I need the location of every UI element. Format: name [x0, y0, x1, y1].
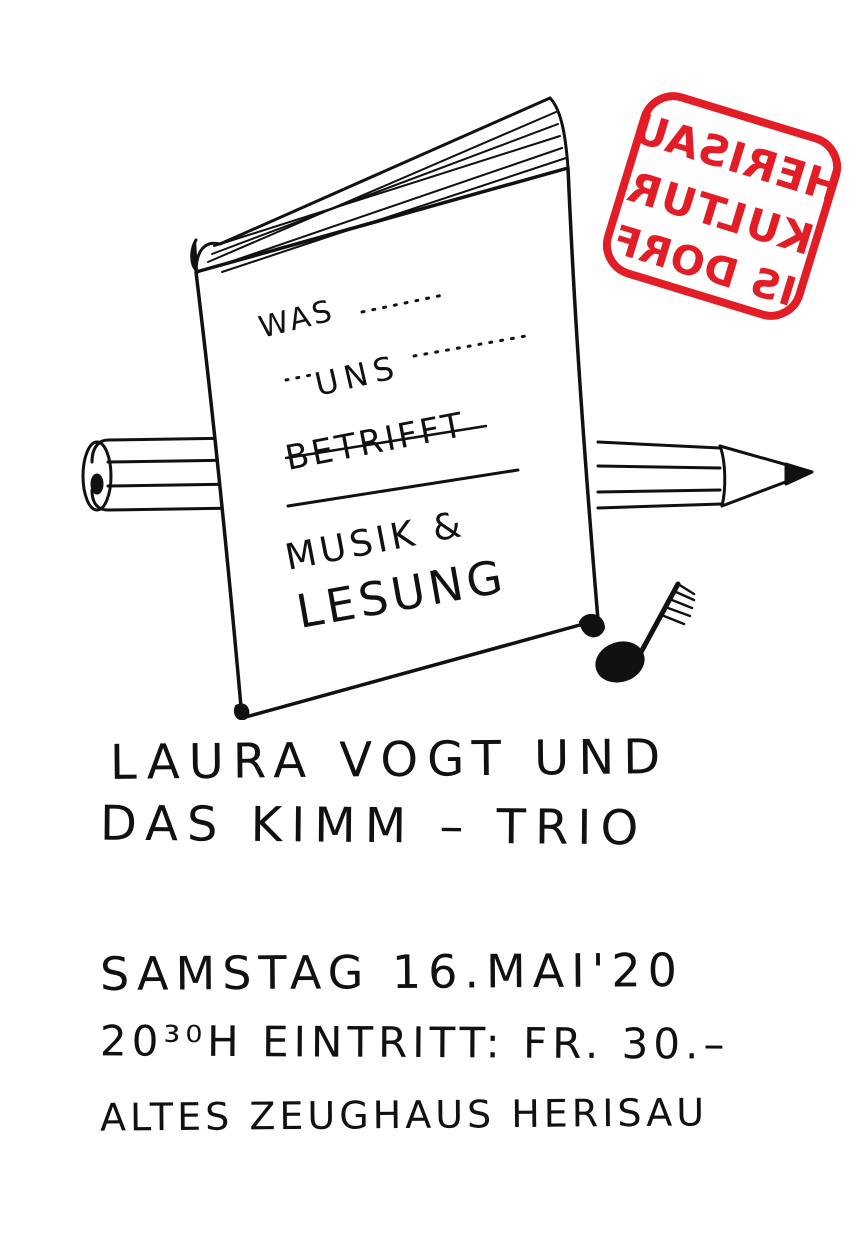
book-icon: [190, 96, 605, 720]
event-time-and-entry: 20³⁰h EINTRITT: FR. 30.–: [99, 1016, 730, 1069]
performer-line-1: LAURA VOGT UND: [109, 729, 670, 791]
performer-line-2: DAS KIMM – TRIO: [99, 795, 648, 857]
illustration: WAS UNS BETRIFFT MUSIK & LESUNG HERISAU …: [81, 92, 846, 720]
event-date: SAMSTAG 16.MAI'20: [99, 942, 685, 1002]
stamp: HERISAU KULTUR IS DORF: [602, 92, 846, 320]
music-note-icon: [595, 581, 696, 683]
pencil-icon: [81, 436, 814, 512]
event-venue: ALTES ZEUGHAUS HERISAU: [99, 1090, 709, 1140]
